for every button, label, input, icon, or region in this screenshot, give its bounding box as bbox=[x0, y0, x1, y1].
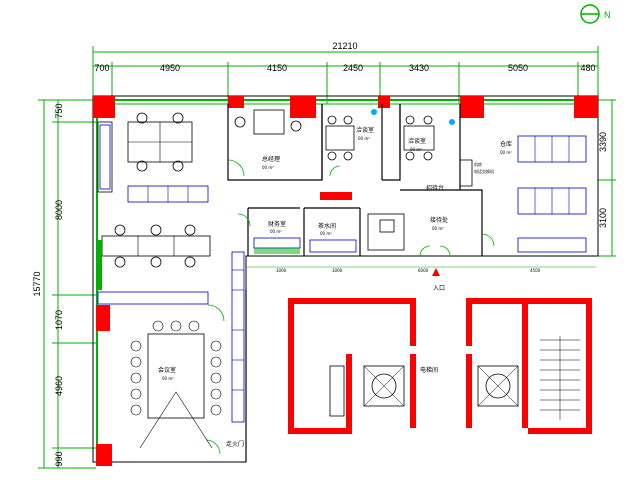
finance-room-label: 财务室 bbox=[268, 220, 286, 228]
interior-partitions bbox=[227, 104, 483, 462]
north-arrow-icon: N bbox=[580, 4, 611, 24]
meeting-room-2-area: 00 m² bbox=[410, 147, 422, 152]
workstations-top bbox=[97, 112, 193, 193]
server-room-label: 机房 bbox=[474, 161, 482, 167]
structural-columns bbox=[93, 96, 598, 466]
dim-top-7: 480 bbox=[580, 63, 595, 73]
meeting-room-1: 洽谈室 00 m² bbox=[325, 115, 374, 161]
conference-room: 会议室 00 m² 走火门 bbox=[130, 320, 244, 449]
reception-label: 接待处 bbox=[430, 216, 448, 224]
dim-left-5: 990 bbox=[54, 451, 64, 466]
conference-label: 会议室 bbox=[158, 366, 176, 374]
reception: 招待台 接待处 00 m² bbox=[367, 184, 448, 251]
dim-right-2: 3100 bbox=[598, 208, 608, 228]
dim-inner-4: 4500 bbox=[530, 268, 541, 273]
server-room: 机房 电话交换机 bbox=[459, 159, 494, 187]
dim-top-5: 3430 bbox=[409, 63, 429, 73]
meeting-room-2: 洽谈室 00 m² bbox=[371, 109, 455, 161]
left-dimensions: 15770 750 8000 1070 4960 990 bbox=[32, 99, 96, 469]
meeting-room-2-label: 洽谈室 bbox=[408, 137, 426, 145]
dim-top-1: 700 bbox=[94, 63, 109, 73]
meeting-room-1-area: 00 m² bbox=[358, 136, 370, 141]
dim-left-3: 1070 bbox=[54, 310, 64, 330]
reception-counter-label: 招待台 bbox=[426, 184, 444, 192]
right-dimensions: 3390 3100 bbox=[598, 99, 616, 257]
finance-room-area: 00 m² bbox=[270, 229, 282, 234]
dim-total: 21210 bbox=[332, 41, 357, 51]
reception-area: 00 m² bbox=[432, 226, 444, 231]
dim-left-1: 750 bbox=[54, 103, 64, 118]
dim-inner-2: 3000 bbox=[332, 268, 343, 273]
ceo-office-area: 00 m² bbox=[262, 165, 274, 170]
server-room-sub: 电话交换机 bbox=[474, 168, 494, 174]
dim-left-4: 4960 bbox=[54, 376, 64, 396]
doors bbox=[205, 159, 495, 455]
dim-top-3: 4150 bbox=[267, 63, 287, 73]
warehouse: 仓库 00 m² bbox=[500, 135, 587, 253]
meeting-room-1-label: 洽谈室 bbox=[356, 126, 374, 134]
dim-inner-3: 6000 bbox=[418, 268, 429, 273]
dim-inner-1: 3000 bbox=[276, 268, 287, 273]
dim-top-6: 5050 bbox=[508, 63, 528, 73]
warehouse-label: 仓库 bbox=[500, 140, 512, 148]
entrance-marker: 入口 bbox=[432, 268, 445, 292]
workstations-lower bbox=[98, 224, 211, 290]
finance-room: 财务室 00 m² bbox=[253, 220, 301, 254]
dim-top-4: 2450 bbox=[343, 63, 363, 73]
ceo-office: 总经理 00 m² bbox=[234, 109, 302, 170]
dim-top-2: 4950 bbox=[160, 63, 180, 73]
cabinets-mid bbox=[97, 185, 209, 305]
conference-area: 00 m² bbox=[162, 376, 174, 381]
ceo-office-label: 总经理 bbox=[262, 155, 280, 163]
elevator-core: 电梯间 bbox=[288, 298, 592, 434]
pantry-label: 茶水间 bbox=[318, 222, 336, 230]
pantry: 茶水间 00 m² bbox=[309, 222, 357, 253]
inner-dimensions: 3000 3000 6000 4500 bbox=[246, 266, 596, 273]
pantry-area: 00 m² bbox=[320, 231, 332, 236]
dim-right-1: 3390 bbox=[598, 132, 608, 152]
dim-left-2: 8000 bbox=[54, 200, 64, 220]
north-label: N bbox=[604, 10, 611, 20]
top-dimensions: 21210 700 4950 4150 2450 3430 5050 480 bbox=[92, 41, 599, 104]
elevator-hall-label: 电梯间 bbox=[420, 366, 438, 374]
entrance-label: 入口 bbox=[433, 285, 445, 292]
fire-door-label: 走火门 bbox=[226, 440, 244, 448]
dim-left-total: 15770 bbox=[32, 271, 42, 296]
warehouse-area: 00 m² bbox=[500, 150, 512, 155]
corridor-cabinets bbox=[231, 251, 245, 423]
